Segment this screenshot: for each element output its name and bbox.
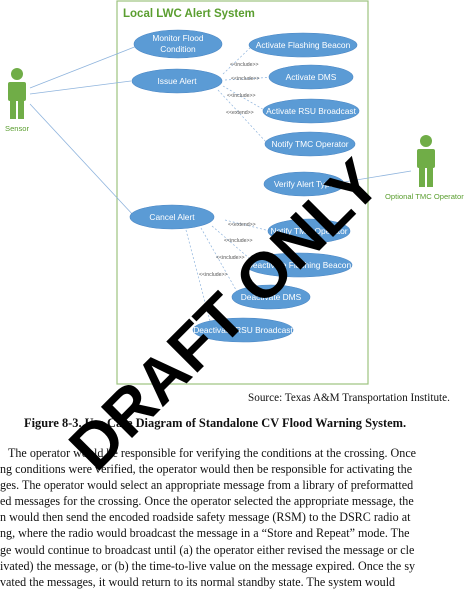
use-case-activate-flashing-beacon: [248, 32, 358, 58]
system-title: Local LWC Alert System: [123, 8, 255, 20]
use-case-label: Deactivate RSU Broadcast: [193, 325, 293, 335]
use-case-notify-tmc: [264, 131, 356, 157]
use-case-label: Activate Flashing Beacon: [256, 40, 351, 50]
paragraph-line: ed messages for the crossing. Once the o…: [0, 494, 414, 509]
include-label: <<include>>: [216, 255, 245, 261]
extend-label: <<extend>>: [226, 110, 254, 116]
use-case-cancel-alert: [129, 204, 215, 230]
operator-label: Optional TMC Operator: [385, 192, 464, 201]
include-label: <<include>>: [224, 238, 253, 244]
use-case-diagram: Local LWC Alert System <<include>> <<inc…: [5, 0, 464, 385]
use-case-issue-alert: [131, 68, 223, 94]
use-case-label: Cancel Alert: [149, 212, 195, 222]
body-paragraph: The operator would be responsible for ve…: [0, 445, 474, 590]
paragraph-line: n would then send the encoded roadside s…: [0, 510, 411, 525]
use-case-label: Deactivate DMS: [241, 292, 302, 302]
operator-actor-icon: [417, 135, 435, 187]
use-cases: [129, 29, 360, 343]
use-case-label: Condition: [160, 44, 196, 54]
use-case-monitor-flood: [133, 29, 223, 59]
relations: [185, 44, 277, 322]
include-label: <<include>>: [230, 62, 259, 68]
relation-labels: <<include>> <<include>> <<include>> <<ex…: [199, 62, 260, 278]
figure-caption: Figure 8-3. Use Case Diagram of Standalo…: [24, 416, 407, 430]
use-case-label: Activate RSU Broadcast: [266, 106, 357, 116]
use-case-deactivate-dms: [231, 284, 311, 310]
paragraph-line: vated the messages, it would return to i…: [0, 574, 396, 589]
paragraph-line: ges. The operator would select an approp…: [0, 478, 414, 493]
include-label: <<include>>: [227, 93, 256, 99]
associations: [29, 45, 412, 217]
paragraph-line: ng, where the radio would broadcast the …: [0, 526, 410, 541]
use-case-verify-alert-type: [263, 171, 345, 197]
include-label: <<include>>: [231, 76, 260, 82]
paragraph-line: ivated) the message, or (b) the time-to-…: [0, 558, 416, 573]
use-case-label: Notify TMC Operator: [270, 226, 347, 236]
use-case-activate-dms: [268, 64, 354, 90]
use-case-labels: Monitor Flood Condition Issue Alert Acti…: [149, 33, 356, 335]
use-case-label: Verify Alert Type: [274, 179, 335, 189]
figure-source: Source: Texas A&M Transportation Institu…: [248, 392, 450, 404]
use-case-label: Activate DMS: [286, 72, 337, 82]
include-label: <<include>>: [199, 272, 228, 278]
use-case-label: Notify TMC Operator: [271, 139, 348, 149]
paragraph-line: The operator would be responsible for ve…: [8, 446, 417, 460]
use-case-activate-rsu: [262, 98, 360, 124]
use-case-label: Monitor Flood: [152, 33, 204, 43]
extend-label: <<extend>>: [228, 222, 256, 228]
use-case-deactivate-flashing-beacon: [245, 252, 353, 278]
sensor-label: Sensor: [5, 124, 30, 133]
paragraph-line: ng conditions were verified, the operato…: [0, 462, 413, 477]
use-case-label: Issue Alert: [157, 76, 197, 86]
use-case-label: Deactivate Flashing Beacon: [247, 260, 352, 270]
paragraph-line: ge would continue to broadcast until (a)…: [0, 542, 415, 557]
sensor-actor-icon: [8, 68, 26, 119]
use-case-notify-tmc: [267, 218, 351, 244]
use-case-deactivate-rsu: [192, 317, 294, 343]
